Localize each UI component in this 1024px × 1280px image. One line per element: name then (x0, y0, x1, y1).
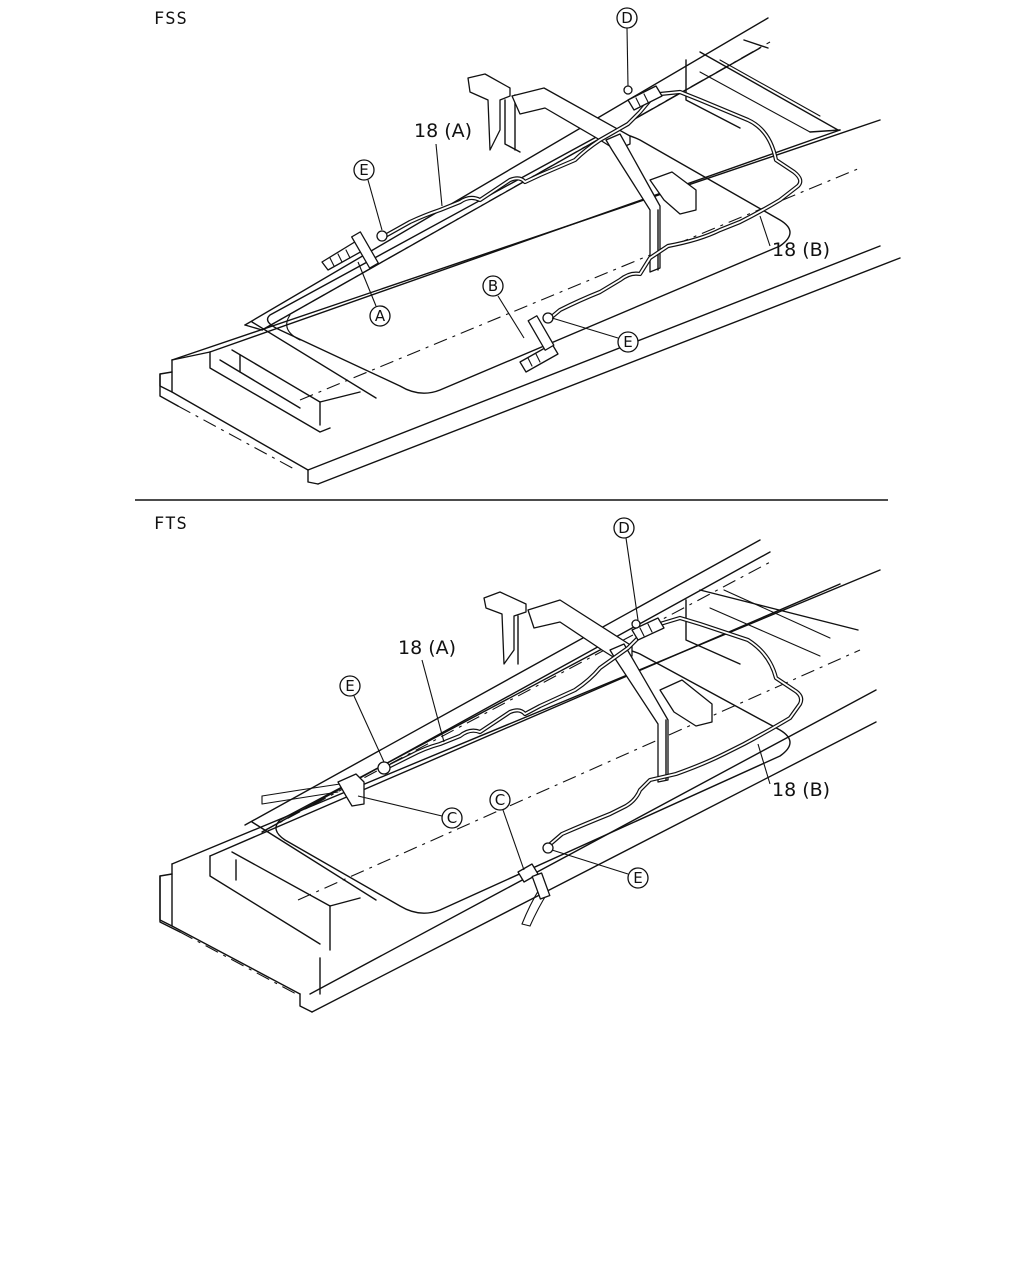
fuel-tank (266, 132, 791, 394)
fuel-pipe-18a (382, 97, 653, 239)
svg-text:C: C (495, 791, 505, 809)
chassis-frame (159, 539, 881, 1013)
callout-e: E (339, 675, 385, 763)
callout-d: D (616, 7, 638, 87)
fuel-pipe-18a (383, 623, 653, 771)
section-title: FSS (154, 9, 188, 29)
hose-connector-c-right (517, 842, 554, 927)
pipe-label-18b: 18 (B) (759, 215, 830, 261)
section-fss: FSS (154, 7, 901, 485)
pipe-label-18b: 18 (B) (757, 743, 830, 801)
fuel-pipe-18b (545, 89, 803, 323)
callout-c: C (357, 795, 463, 829)
callout-e: E (551, 317, 639, 353)
svg-text:18 (A): 18 (A) (398, 637, 456, 659)
callout-d: D (613, 517, 639, 621)
pipe-label-18a: 18 (A) (398, 637, 456, 743)
hose-connector-b (519, 312, 559, 373)
hose-connector-a (321, 230, 388, 271)
svg-text:18 (A): 18 (A) (414, 120, 472, 142)
fuel-pipe-18b (545, 615, 804, 849)
callout-a: A (357, 261, 391, 327)
svg-text:D: D (618, 519, 630, 537)
svg-text:C: C (447, 809, 457, 827)
section-fts: FTS (154, 514, 881, 1013)
svg-text:18 (B): 18 (B) (772, 779, 830, 801)
callout-e: E (551, 849, 649, 889)
hose-connector-c-left (261, 761, 391, 807)
svg-text:B: B (488, 277, 498, 295)
svg-text:E: E (359, 161, 368, 179)
svg-text:A: A (375, 307, 386, 325)
svg-text:D: D (621, 9, 633, 27)
pipe-label-18a: 18 (A) (414, 120, 472, 207)
callout-e: E (353, 159, 383, 231)
chassis-frame (159, 17, 901, 485)
callout-c: C (489, 789, 525, 871)
svg-text:E: E (623, 333, 632, 351)
svg-text:E: E (633, 869, 642, 887)
tank-bracket (467, 73, 697, 273)
svg-text:18 (B): 18 (B) (772, 239, 830, 261)
svg-text:E: E (345, 677, 354, 695)
hose-connector-d (631, 617, 665, 641)
callout-b: B (482, 275, 525, 339)
section-title: FTS (154, 514, 188, 534)
